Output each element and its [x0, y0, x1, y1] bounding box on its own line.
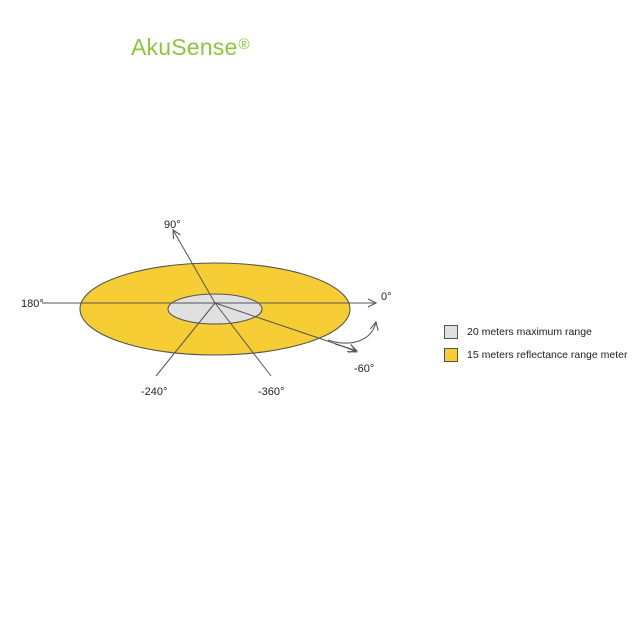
legend-item-inner: 20 meters maximum range: [444, 324, 628, 340]
rotation-arrow-tail: [334, 343, 356, 352]
legend-item-outer: 15 meters reflectance range meter: [444, 347, 628, 363]
legend-swatch-inner: [444, 325, 458, 339]
label-0: 0°: [381, 291, 392, 303]
brand-logo: AkuSense®: [131, 34, 250, 61]
axis-lines: [42, 230, 376, 377]
label-neg240: -240°: [141, 386, 167, 398]
label-neg60: -60°: [354, 363, 374, 375]
brand-name: AkuSense: [131, 34, 238, 60]
axis-neg360: [214, 302, 272, 377]
legend-swatch-outer: [444, 348, 458, 362]
axis-neg240: [155, 302, 216, 377]
axis-neg60: [214, 302, 357, 351]
label-180: 180°: [21, 298, 44, 310]
legend: 20 meters maximum range 15 meters reflec…: [444, 324, 628, 370]
label-90: 90°: [164, 219, 181, 231]
legend-label-inner: 20 meters maximum range: [467, 326, 592, 338]
legend-label-outer: 15 meters reflectance range meter: [467, 349, 628, 361]
registered-mark: ®: [238, 36, 250, 53]
rotation-arrow: [327, 322, 376, 344]
inner-range-ellipse: [167, 293, 263, 325]
label-neg360: -360°: [258, 386, 284, 398]
axis-90: [173, 230, 216, 304]
